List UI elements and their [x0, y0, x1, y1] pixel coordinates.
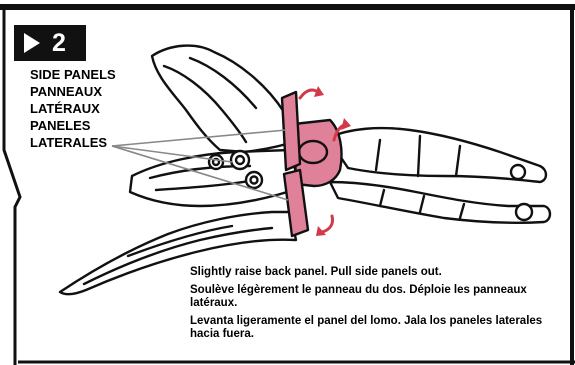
instruction-text: Slightly raise back panel. Pull side pan…	[190, 266, 570, 346]
tail-joint	[511, 165, 525, 179]
instruction-es: Levanta ligeramente el panel del lomo. J…	[190, 315, 570, 341]
label-line-fr-1: PANNEAUX	[30, 83, 116, 100]
side-panels-label: SIDE PANELS PANNEAUX LATÉRAUX PANELES LA…	[30, 66, 116, 151]
label-line-en: SIDE PANELS	[30, 66, 116, 83]
step-badge: 2	[14, 25, 86, 61]
instruction-en: Slightly raise back panel. Pull side pan…	[190, 266, 570, 279]
toy-illustration	[60, 46, 550, 295]
instruction-fr: Soulève légèrement le panneau du dos. Dé…	[190, 284, 570, 310]
arrowhead	[341, 118, 351, 130]
arrow-lower-side-out	[322, 216, 333, 232]
label-line-es-2: LATERALES	[30, 134, 116, 151]
gear-detail	[251, 177, 258, 184]
tail-joint	[516, 204, 532, 220]
gear-detail	[236, 156, 244, 164]
label-line-es-1: PANELES	[30, 117, 116, 134]
side-panel-upper-highlight	[282, 92, 300, 170]
step-number: 2	[52, 31, 66, 56]
label-line-fr-2: LATÉRAUX	[30, 100, 116, 117]
back-panel-hub	[299, 141, 327, 163]
